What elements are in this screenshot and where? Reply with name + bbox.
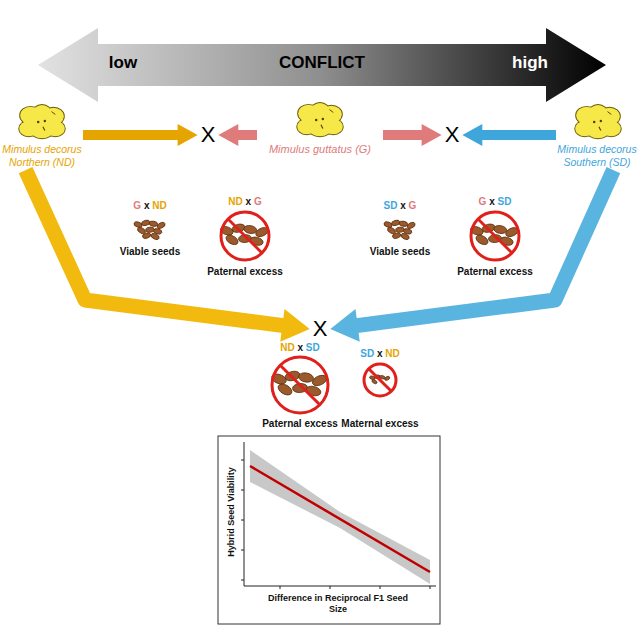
y-axis — [244, 442, 245, 586]
x-axis — [244, 586, 436, 587]
arrow-head — [178, 124, 198, 146]
cross-symbol: X — [313, 316, 328, 342]
conflict-label: CONFLICT — [279, 53, 365, 73]
cross-label: G x SD — [479, 196, 512, 208]
cross-arrow — [83, 124, 198, 146]
species-label: Mimulus guttatus (G) — [257, 143, 383, 156]
cross-arrow — [330, 170, 613, 342]
species-label: Mimulus decorus Northern (ND) — [1, 143, 83, 168]
seed — [384, 376, 390, 381]
cross-node: X — [198, 122, 219, 148]
seed — [146, 227, 155, 233]
cross-label: Paternal excess — [207, 266, 283, 278]
seed-cluster — [133, 219, 166, 240]
seed — [400, 232, 410, 240]
cross-label: Paternal excess — [262, 418, 338, 430]
confidence-band — [250, 450, 430, 584]
conflict-label: low — [109, 53, 137, 73]
seed — [371, 379, 377, 385]
axis-title: Hybrid Seed Viability — [226, 467, 237, 556]
cross-arrow — [26, 170, 310, 342]
prohibition-sign — [471, 212, 519, 260]
arrow-shaft — [481, 130, 556, 140]
seed — [156, 221, 166, 229]
chart-frame — [218, 436, 440, 624]
seed — [150, 232, 160, 240]
species-node: Mimulus decorus Northern (ND) — [1, 103, 83, 168]
flower-icon — [575, 105, 621, 138]
arrow-head — [422, 124, 442, 146]
cross-label: Maternal excess — [341, 418, 418, 430]
seed — [392, 232, 402, 240]
prohibition-sign — [221, 212, 269, 260]
seed — [396, 227, 405, 233]
prohibition-sign — [364, 364, 396, 396]
cross-node: X — [310, 316, 331, 342]
species-node: Mimulus guttatus (G) — [257, 103, 383, 156]
arrow-shaft — [383, 130, 423, 140]
seed — [142, 232, 152, 240]
cross-arrow — [218, 124, 257, 146]
conflict-arrow: low CONFLICT high — [38, 28, 606, 102]
cross-label: Viable seeds — [120, 246, 180, 258]
cross-label: SD x G — [384, 200, 417, 212]
species-label: Mimulus decorus Southern (SD) — [556, 143, 638, 168]
cross-node: X — [442, 122, 463, 148]
arrow-head — [330, 309, 359, 342]
cross-symbol: X — [201, 122, 216, 148]
flower-icon — [297, 103, 343, 136]
seed — [298, 372, 314, 383]
cross-symbol: X — [445, 122, 460, 148]
arrow-head — [280, 309, 309, 342]
seed — [406, 221, 416, 229]
arrow-shaft — [83, 130, 179, 140]
regression-line — [250, 466, 430, 572]
conflict-label: high — [512, 53, 548, 73]
arrow-shaft — [237, 130, 257, 140]
cross-label: Paternal excess — [457, 266, 533, 278]
cross-arrow — [383, 124, 442, 146]
cross-arrow — [462, 124, 556, 146]
arrow-shaft — [357, 170, 614, 325]
cross-label: G x ND — [133, 200, 166, 212]
cross-label: SD x ND — [360, 348, 399, 360]
prohibition-sign — [272, 357, 328, 413]
seed — [474, 233, 489, 246]
seed-cluster — [383, 219, 416, 240]
gradient-arrow — [38, 28, 606, 102]
species-node: Mimulus decorus Southern (SD) — [556, 103, 638, 168]
flower-icon — [19, 105, 65, 138]
cross-label: ND x SD — [280, 342, 319, 354]
cross-label: ND x G — [228, 196, 261, 208]
axis-title: Difference in Reciprocal F1 Seed Size — [263, 593, 413, 615]
seed — [493, 225, 507, 235]
regression-chart — [218, 436, 440, 624]
seed — [224, 233, 239, 246]
cross-label: Viable seeds — [370, 246, 430, 258]
arrow-shaft — [26, 170, 284, 325]
seed — [243, 225, 257, 235]
axis-ticks — [241, 460, 430, 589]
seed — [276, 382, 293, 397]
arrow-head — [218, 124, 238, 146]
arrow-head — [462, 124, 482, 146]
